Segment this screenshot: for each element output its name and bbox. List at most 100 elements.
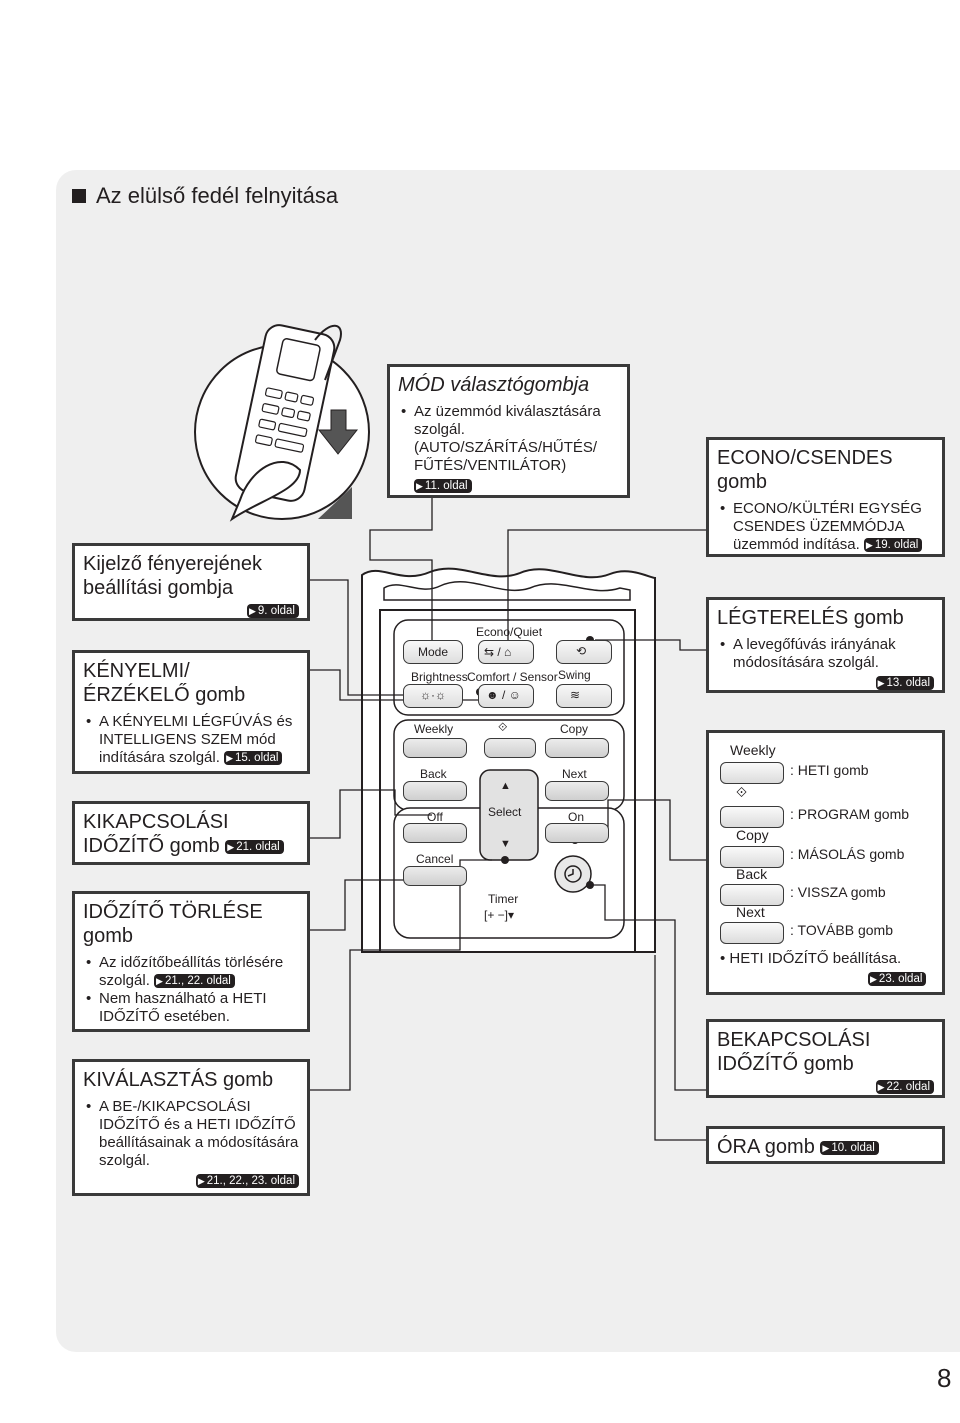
mode-label: Mode	[418, 645, 449, 659]
off-timer-box: KIKAPCSOLÁSI IDŐZÍTŐ gomb ▶21. oldal	[72, 801, 310, 865]
triangle-right-icon: ▶	[248, 606, 256, 617]
econo-page-ref[interactable]: ▶19. oldal	[863, 538, 923, 553]
weekly-page-ref-wrap: ▶23. oldal	[868, 970, 927, 988]
mode-selector-box: MÓD választógombja Az üzemmód kiválasztá…	[387, 364, 630, 498]
legend-next-label: Next	[736, 904, 765, 920]
on-button[interactable]	[545, 823, 609, 843]
select-label: Select	[488, 805, 522, 819]
comfort-sensor-box: KÉNYELMI/ ÉRZÉKELŐ gomb A KÉNYELMI LÉGFÚ…	[72, 650, 310, 774]
legend-program-name: : PROGRAM gomb	[790, 806, 910, 822]
clock-page-ref[interactable]: ▶10. oldal	[820, 1140, 879, 1155]
brightness-label: Brightness	[411, 670, 468, 684]
legend-copy-button	[720, 846, 784, 868]
timer-label: Timer	[488, 892, 519, 906]
cancel-label: Cancel	[416, 852, 454, 866]
copy-label: Copy	[560, 722, 589, 736]
weekly-label: Weekly	[414, 722, 454, 736]
triangle-right-icon: ▶	[865, 540, 873, 551]
mode-selector-description: Az üzemmód kiválasztására szolgál. (AUTO…	[401, 403, 619, 475]
econo-quiet-button[interactable]	[478, 640, 534, 664]
off-timer-title: KIKAPCSOLÁSI IDŐZÍTŐ gomb	[83, 811, 229, 857]
on-timer-page-ref[interactable]: ▶22. oldal	[875, 1080, 934, 1095]
triangle-right-icon: ▶	[870, 973, 877, 984]
triangle-right-icon: ▶	[416, 481, 423, 492]
weekly-timer-description: • HETI IDŐZÍTŐ beállítása.	[720, 950, 902, 967]
open-cover-illustration	[194, 324, 370, 522]
triangle-right-icon: ▶	[822, 1142, 830, 1153]
econo-quiet-description: ECONO/KÜLTÉRI EGYSÉG CSENDES ÜZEMMÓDJA ü…	[733, 500, 922, 553]
timer-cancel-description: Az időzítőbeállítás törlésére szolgál.	[99, 954, 284, 989]
select-page-ref[interactable]: ▶21., 22., 23. oldal	[195, 1174, 299, 1189]
legend-back-button	[720, 884, 784, 906]
triangle-right-icon: ▶	[197, 1176, 205, 1187]
back-label: Back	[420, 767, 447, 781]
econo-quiet-title: ECONO/CSENDES gomb	[717, 447, 893, 493]
brightness-button[interactable]	[403, 684, 463, 708]
brightness-title: Kijelző fényerejének beállítási gombja	[83, 553, 262, 599]
program-button[interactable]	[484, 738, 536, 758]
clock-title: ÓRA gomb	[717, 1136, 815, 1158]
select-box: KIVÁLASZTÁS gomb A BE-/KIKAPCSOLÁSI IDŐZ…	[72, 1059, 310, 1196]
timer-cancel-note: Nem használható a HETI IDŐZÍTŐ esetében.	[86, 990, 299, 1026]
comfort-sensor-label: Comfort / Sensor	[467, 670, 558, 684]
select-description: A BE-/KIKAPCSOLÁSI IDŐZÍTŐ és a HETI IDŐ…	[86, 1098, 299, 1170]
swing-page-ref[interactable]: ▶13. oldal	[875, 676, 934, 691]
timer-plus-minus-icon: [+ −]▾	[484, 908, 515, 922]
square-bullet-icon	[72, 189, 86, 203]
swing-description: A levegőfúvás irányának módosítására szo…	[720, 636, 934, 672]
triangle-right-icon: ▶	[877, 1082, 885, 1093]
legend-weekly-name: : HETI gomb	[790, 762, 869, 778]
econo-quiet-box: ECONO/CSENDES gomb ECONO/KÜLTÉRI EGYSÉG …	[706, 437, 945, 557]
on-timer-box: BEKAPCSOLÁSI IDŐZÍTŐ gomb ▶22. oldal	[706, 1019, 945, 1098]
brightness-page-ref[interactable]: ▶9. oldal	[246, 604, 299, 619]
legend-next-name: : TOVÁBB gomb	[790, 922, 893, 938]
on-timer-title: BEKAPCSOLÁSI IDŐZÍTŐ gomb	[717, 1029, 871, 1075]
swing-wide-icon: ≋	[570, 688, 581, 702]
comfort-sensor-icon: ☻ / ☺	[486, 688, 521, 702]
back-button[interactable]	[403, 781, 467, 801]
legend-program-button	[720, 806, 784, 828]
legend-back-label: Back	[736, 866, 768, 882]
off-button[interactable]	[403, 823, 467, 843]
mode-selector-title: MÓD választógombja	[398, 374, 590, 396]
svg-text:▲: ▲	[500, 780, 511, 792]
econo-quiet-label: Econo/Quiet	[476, 625, 543, 639]
off-label: Off	[427, 810, 443, 824]
legend-program-icon: ⟐	[736, 784, 748, 800]
program-icon: ⟐	[498, 720, 508, 734]
comfort-sensor-button[interactable]	[478, 684, 534, 708]
legend-weekly-button	[720, 762, 784, 784]
section-title: Az elülső fedél felnyitása	[72, 183, 338, 209]
next-button[interactable]	[545, 781, 609, 801]
brightness-icon: ☼·☼	[420, 688, 446, 702]
legend-weekly-label: Weekly	[730, 742, 776, 758]
comfort-page-ref[interactable]: ▶15. oldal	[224, 751, 283, 766]
legend-copy-label: Copy	[736, 827, 769, 843]
brightness-box: Kijelző fényerejének beállítási gombja ▶…	[72, 543, 310, 621]
econo-quiet-icon: ⇆ / ⌂	[484, 645, 512, 659]
copy-button[interactable]	[545, 738, 609, 758]
weekly-button[interactable]	[403, 738, 467, 758]
swing-button[interactable]	[556, 684, 612, 708]
weekly-page-ref[interactable]: ▶23. oldal	[868, 971, 927, 986]
swing-box: LÉGTERELÉS gomb A levegőfúvás irányának …	[706, 597, 945, 693]
mode-button[interactable]	[403, 640, 463, 664]
clock-box: ÓRA gomb ▶10. oldal	[706, 1126, 945, 1164]
swing-title: LÉGTERELÉS gomb	[717, 607, 904, 629]
legend-back-name: : VISSZA gomb	[790, 884, 886, 900]
triangle-right-icon: ▶	[877, 678, 885, 689]
cancel-button[interactable]	[403, 866, 467, 886]
timer-cancel-page-ref[interactable]: ▶21., 22. oldal	[154, 974, 235, 989]
triangle-right-icon: ▶	[226, 753, 233, 764]
next-label: Next	[562, 767, 587, 781]
triangle-right-icon: ▶	[227, 841, 235, 852]
mode-page-ref[interactable]: ▶11. oldal	[414, 479, 472, 494]
svg-text:▼: ▼	[500, 838, 511, 850]
swing-icon: ⟲	[576, 644, 587, 658]
off-timer-page-ref[interactable]: ▶21. oldal	[225, 839, 284, 854]
timer-cancel-box: IDŐZÍTŐ TÖRLÉSE gomb Az időzítőbeállítás…	[72, 891, 310, 1032]
swing-up-down-button[interactable]	[556, 640, 612, 664]
triangle-right-icon: ▶	[156, 976, 163, 987]
comfort-sensor-description: A KÉNYELMI LÉGFÚVÁS és INTELLIGENS SZEM …	[99, 713, 293, 766]
comfort-sensor-title: KÉNYELMI/ ÉRZÉKELŐ gomb	[83, 660, 246, 706]
